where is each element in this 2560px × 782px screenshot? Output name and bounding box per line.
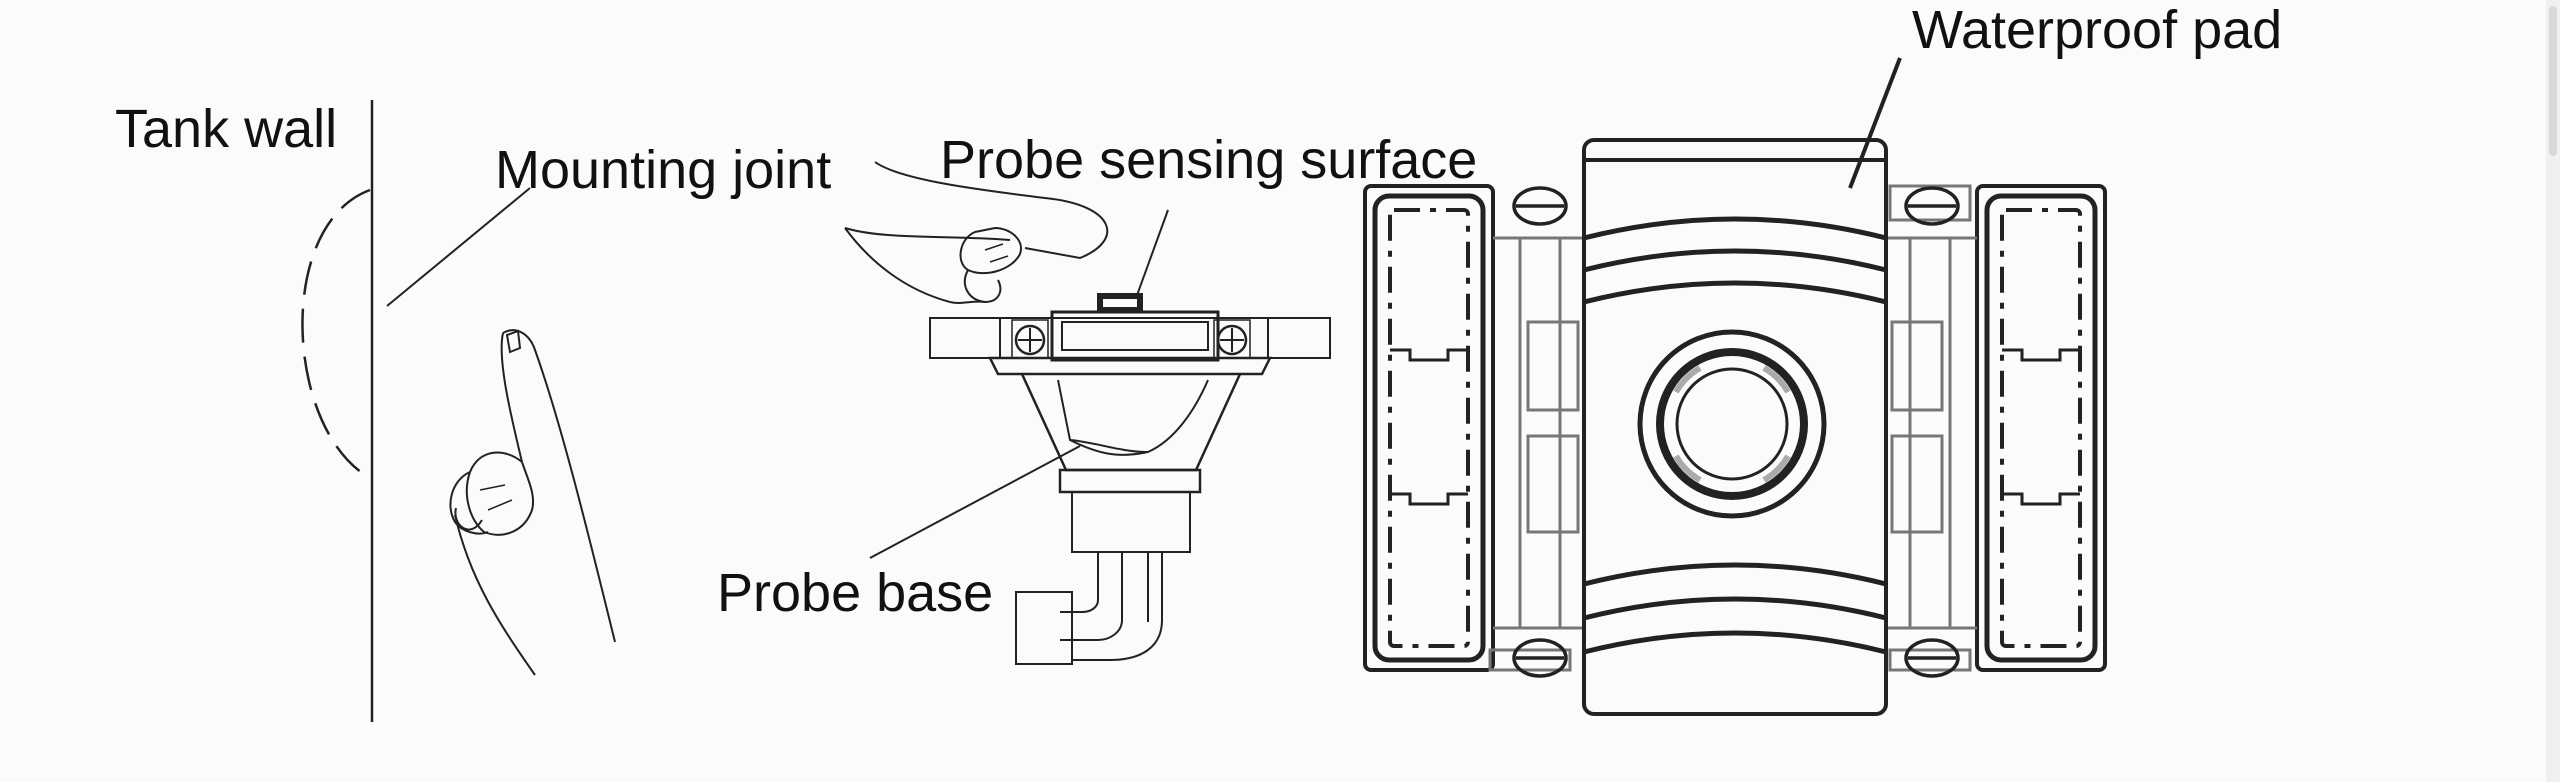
vertical-scrollbar[interactable] xyxy=(2546,0,2560,782)
tank-wall xyxy=(301,100,374,722)
leader-probe-sensing-surface xyxy=(1135,209,1169,299)
label-waterproof-pad: Waterproof pad xyxy=(1912,0,2282,60)
hand-pressing-down xyxy=(844,161,1109,304)
pad-top-view xyxy=(1363,138,2107,716)
probe-assembly xyxy=(929,293,1331,665)
label-probe-sensing-surface: Probe sensing surface xyxy=(940,130,1477,190)
screw-icon xyxy=(1011,319,1049,359)
leader-mounting-joint xyxy=(386,187,531,307)
label-tank-wall: Tank wall xyxy=(115,99,337,159)
scrollbar-thumb[interactable] xyxy=(2549,6,2557,156)
label-mounting-joint: Mounting joint xyxy=(495,140,831,200)
hand-pointing-up xyxy=(449,329,616,676)
leader-waterproof-pad xyxy=(1848,57,1902,189)
label-probe-base: Probe base xyxy=(717,563,993,623)
leader-probe-base xyxy=(869,445,1081,559)
